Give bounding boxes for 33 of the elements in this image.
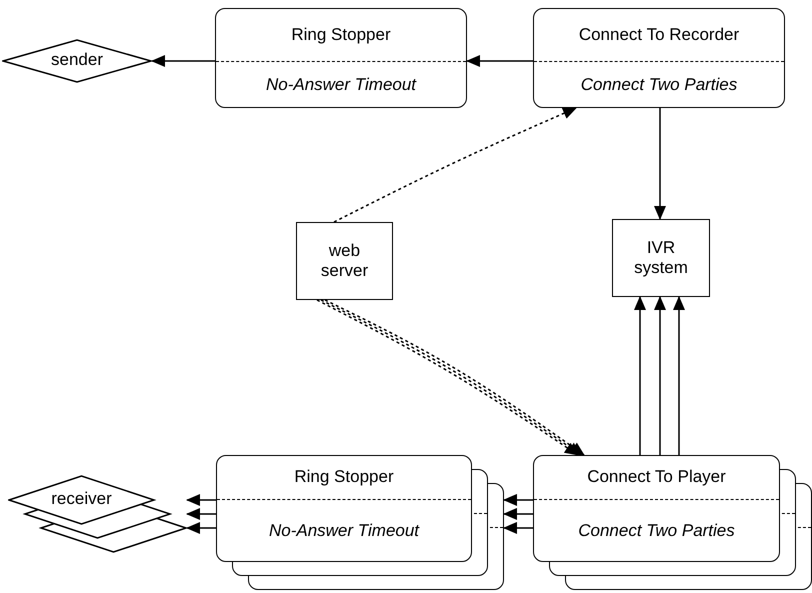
diamond-node <box>2 39 152 83</box>
arrow <box>186 494 216 506</box>
arrow <box>186 508 216 520</box>
node-subtitle: No-Answer Timeout <box>268 520 420 541</box>
arrow <box>151 55 215 67</box>
dotted-arrow <box>334 107 577 223</box>
node-title: IVR system <box>633 238 689 278</box>
node-title: web server <box>320 241 370 281</box>
arrow <box>186 522 216 534</box>
node-subtitle: No-Answer Timeout <box>264 74 418 94</box>
node-title: Ring Stopper <box>290 24 392 44</box>
arrow <box>503 522 533 534</box>
arrow <box>673 296 685 455</box>
arrow <box>503 494 533 506</box>
process-box <box>296 222 393 300</box>
node-title: sender <box>50 50 104 70</box>
process-box <box>612 219 710 297</box>
node-title: receiver <box>50 489 113 509</box>
node-title: Connect To Player <box>586 467 727 488</box>
arrow <box>466 55 533 67</box>
arrow <box>503 508 533 520</box>
arrow <box>654 108 666 220</box>
arrow <box>634 296 646 455</box>
process-card <box>215 8 467 108</box>
node-subtitle: Connect Two Parties <box>577 520 736 541</box>
stacked-cards <box>216 455 504 590</box>
node-subtitle: Connect Two Parties <box>580 74 738 94</box>
process-card <box>533 8 785 108</box>
node-title: Ring Stopper <box>293 467 395 488</box>
arrow <box>654 296 666 455</box>
node-title: Connect To Recorder <box>578 24 740 44</box>
stacked-cards <box>533 455 812 590</box>
stacked-diamonds <box>8 475 187 553</box>
